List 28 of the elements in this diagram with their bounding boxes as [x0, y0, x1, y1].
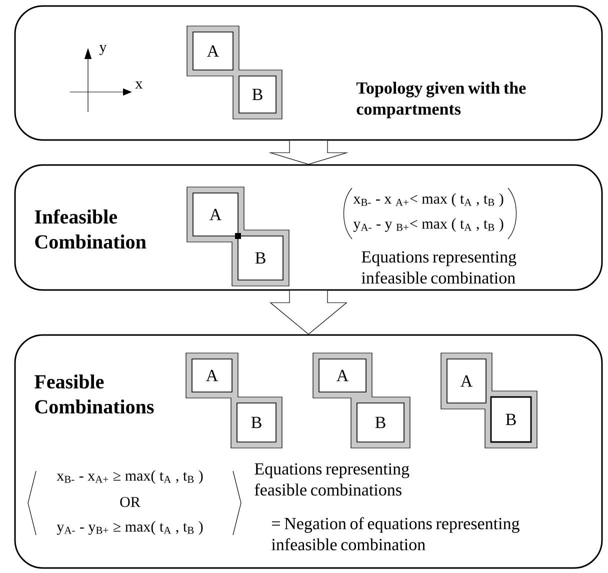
compartment-box: B [238, 76, 276, 114]
compartment-box: A [192, 358, 232, 392]
description-text: Equations representing infeasible combination [362, 251, 516, 284]
compartment-box: B [356, 402, 404, 442]
compartment-box: B [238, 236, 284, 280]
panel-title: Feasible Combinations [34, 374, 154, 414]
axis-label: x [135, 82, 143, 88]
compartment-box: A [446, 358, 486, 404]
equation: x$_{B-}$ - x $_{A+}$< max ( t$_{A}$ , t$_{B}$ ) [353, 193, 504, 207]
compartment-box: A [318, 358, 366, 392]
equation: OR [120, 496, 140, 508]
panel [14, 334, 603, 569]
equation: y$_{A-}$ - y $_{B+}$< max ( t$_{A}$ , t$_{B}$ ) [353, 218, 504, 232]
compartment-box: A [192, 192, 238, 236]
panel [14, 5, 603, 141]
equation: x$_{B-}$ - x$_{A+}$ ≥ max( t$_{A}$ , t$_{B}$ ) [56, 470, 203, 484]
compartment-box: B [236, 402, 276, 442]
axis-label: y [99, 44, 107, 56]
compartment-box: B [490, 396, 532, 443]
panel-title: Topology given with the compartments [356, 82, 526, 118]
block-arrow [270, 290, 348, 335]
description-text: Equations representing feasible combinations [254, 463, 410, 496]
equation: y$_{A-}$ - y$_{B+}$ ≥ max( t$_{A}$ , t$_{B}$ ) [56, 521, 203, 535]
block-arrow [268, 140, 349, 165]
compartment-box: A [192, 32, 234, 70]
panel-title: Infeasible Combination [34, 209, 146, 249]
description-text: = Negation of equations representing infeasible combination [272, 517, 520, 550]
panel [14, 164, 603, 291]
